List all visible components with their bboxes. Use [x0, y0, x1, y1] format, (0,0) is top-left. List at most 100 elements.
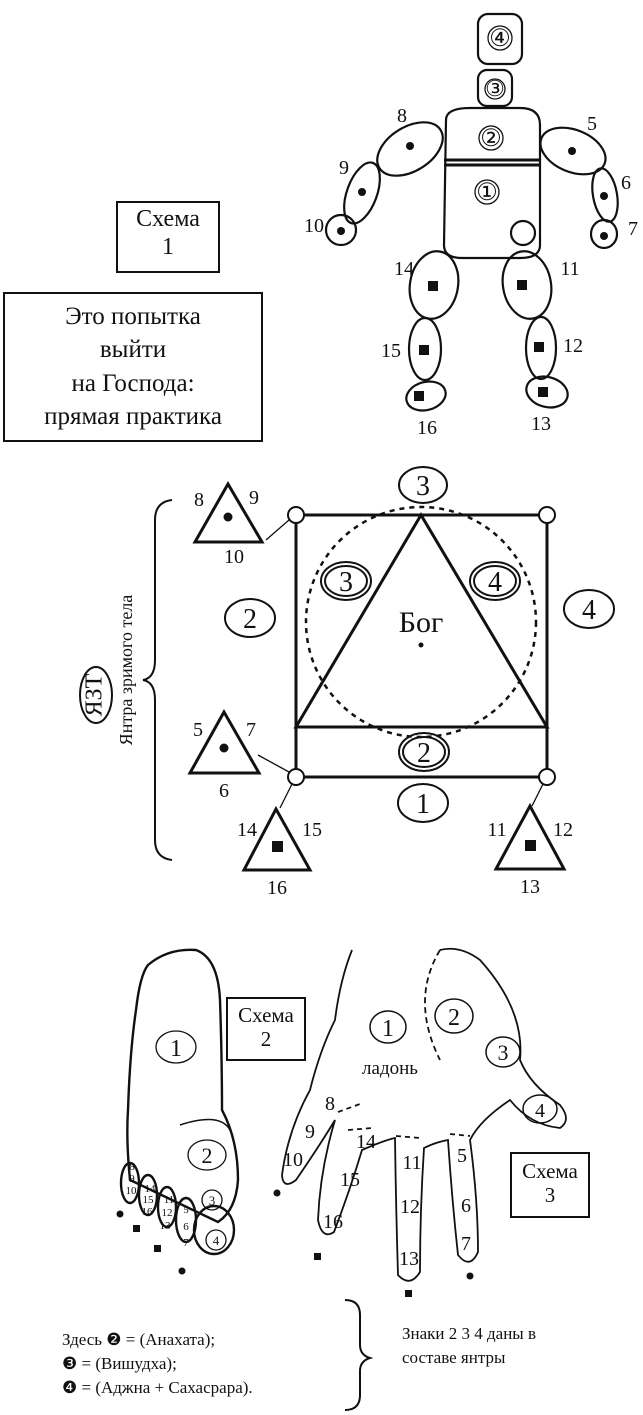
scheme1-number: 1: [162, 233, 174, 260]
hand-label-6: 6: [461, 1195, 471, 1217]
tri-label-13: 13: [520, 876, 540, 898]
foot-label-2: 2: [202, 1143, 213, 1168]
yantra-brace: [142, 499, 173, 861]
body-figure: [324, 12, 619, 412]
foot-label-3: 3: [209, 1193, 216, 1208]
torso: [442, 106, 542, 260]
body-label-5: 5: [587, 113, 597, 135]
hand-label-3: 3: [498, 1040, 509, 1065]
body-label-chest: ②: [480, 126, 502, 152]
body-label-6: 6: [621, 172, 631, 194]
yantra-dbl-3: 3: [339, 567, 353, 598]
hand-outline: [281, 947, 567, 1282]
foot-label-5: 5: [183, 1204, 189, 1216]
yantra-triangle: [293, 512, 550, 729]
foot-right: [525, 375, 569, 409]
body-label-head: ④: [489, 26, 511, 52]
foot-label-10: 10: [126, 1185, 138, 1197]
foot-label-9: 9: [129, 1173, 135, 1185]
upper-arm-left: [376, 121, 444, 177]
body-label-7: 7: [628, 218, 638, 240]
shin-left: [407, 316, 443, 382]
hand-left: [324, 213, 358, 247]
body-label-10: 10: [304, 215, 324, 237]
hand-label-15: 15: [340, 1169, 360, 1191]
tri-label-8: 8: [194, 489, 204, 511]
scheme1-box: Схема 1: [116, 201, 220, 273]
hand: [281, 947, 567, 1282]
foot-label-6: 6: [183, 1221, 189, 1233]
foot-label-16: 16: [142, 1206, 154, 1218]
triangle-14-15-16: [241, 805, 313, 872]
hand-label-7: 7: [461, 1233, 471, 1255]
hand-label-11: 11: [402, 1152, 421, 1174]
yantra-vertical-caption: Янтра зримого тела: [116, 595, 136, 746]
attempt-line2: выйти: [99, 336, 167, 364]
foot-label-13: 13: [160, 1220, 172, 1232]
hand-label-16: 16: [323, 1211, 343, 1233]
body-label-9: 9: [339, 157, 349, 179]
yantra-num-2-left: 2: [243, 604, 257, 635]
hand-label-2: 2: [448, 1005, 460, 1031]
hand-label-1: 1: [382, 1016, 394, 1042]
body-label-15: 15: [381, 340, 401, 362]
yantra: 3 2 4 1 3 4 2 Бог 8 9 10 5 7 6 14 15 16 …: [79, 466, 615, 899]
body-label-abdomen: ①: [476, 180, 498, 206]
body-figure-dots: [337, 142, 608, 401]
hand-palm-label: ладонь: [362, 1058, 418, 1079]
body-label-neck: ③: [485, 76, 505, 101]
tri-label-5: 5: [193, 719, 203, 741]
legend-side-note-1: Знаки 2 3 4 даны в: [402, 1324, 537, 1343]
tri-label-15: 15: [302, 819, 322, 841]
hand-right-outline: [589, 218, 619, 250]
hand-label-5: 5: [457, 1145, 467, 1167]
hand-right: [509, 219, 537, 247]
attempt-line1: Это попытка: [65, 303, 201, 330]
body-label-12: 12: [563, 335, 583, 357]
legend-left: Здесь ❷ = (Анахата); ❸ = (Вишудха); ❹ = …: [62, 1328, 352, 1399]
scheme2-number: 2: [260, 1027, 272, 1052]
attempt-line3: на Господа:: [71, 369, 195, 397]
yantra-num-4-right: 4: [582, 595, 596, 626]
foot-label-12: 12: [162, 1207, 173, 1219]
tri-label-16: 16: [267, 877, 287, 899]
upper-arm-right: [539, 126, 607, 176]
yantra-dbl-4: 4: [488, 567, 502, 598]
foot-label-8: 8: [129, 1161, 135, 1173]
body-label-16: 16: [417, 417, 437, 439]
triangle-8-9-10: [192, 481, 265, 544]
scheme2-title: Схема: [238, 1003, 294, 1027]
body-figure-labels: ④ ③ ② ① 5 6 7 8 9 10 11 12 13 14 15 16: [304, 26, 638, 439]
legend-line2: ❸ = (Вишудха);: [62, 1353, 177, 1373]
foot-left: [405, 380, 447, 412]
legend-side-note-2: составе янтры: [402, 1347, 506, 1367]
yantra-dbl-2: 2: [417, 738, 431, 769]
tri-label-14: 14: [237, 819, 257, 841]
foot-label-14: 14: [145, 1183, 157, 1195]
head-segment: [476, 12, 524, 66]
foot-label-7: 7: [183, 1237, 189, 1249]
yantra-num-1-bottom: 1: [416, 789, 430, 820]
hand-label-10: 10: [283, 1149, 303, 1171]
attempt-box: Это попытка выйти на Господа: прямая пра…: [3, 292, 263, 442]
hand-label-12: 12: [400, 1196, 420, 1218]
attempt-line4: прямая практика: [44, 402, 222, 430]
foot-label-11: 11: [164, 1194, 175, 1206]
torso-belt: [444, 158, 540, 167]
hand-label-13: 13: [399, 1248, 419, 1270]
legend-line3: ❹ = (Аджна + Сахасрара).: [62, 1377, 253, 1397]
hand-label-8: 8: [325, 1093, 335, 1115]
tri-label-9: 9: [249, 487, 259, 509]
hand-label-9: 9: [305, 1121, 315, 1143]
foot-label-4: 4: [213, 1233, 220, 1248]
tri-label-7: 7: [246, 719, 256, 741]
scheme1-title: Схема: [136, 206, 200, 232]
neck-segment: [476, 68, 514, 108]
triangle-5-7-6: [187, 708, 262, 775]
foot-label-15: 15: [143, 1194, 155, 1206]
foot: [119, 948, 240, 1256]
yantra-num-3-top: 3: [416, 471, 430, 502]
body-label-11: 11: [560, 258, 579, 280]
foot-label-1: 1: [170, 1036, 182, 1062]
